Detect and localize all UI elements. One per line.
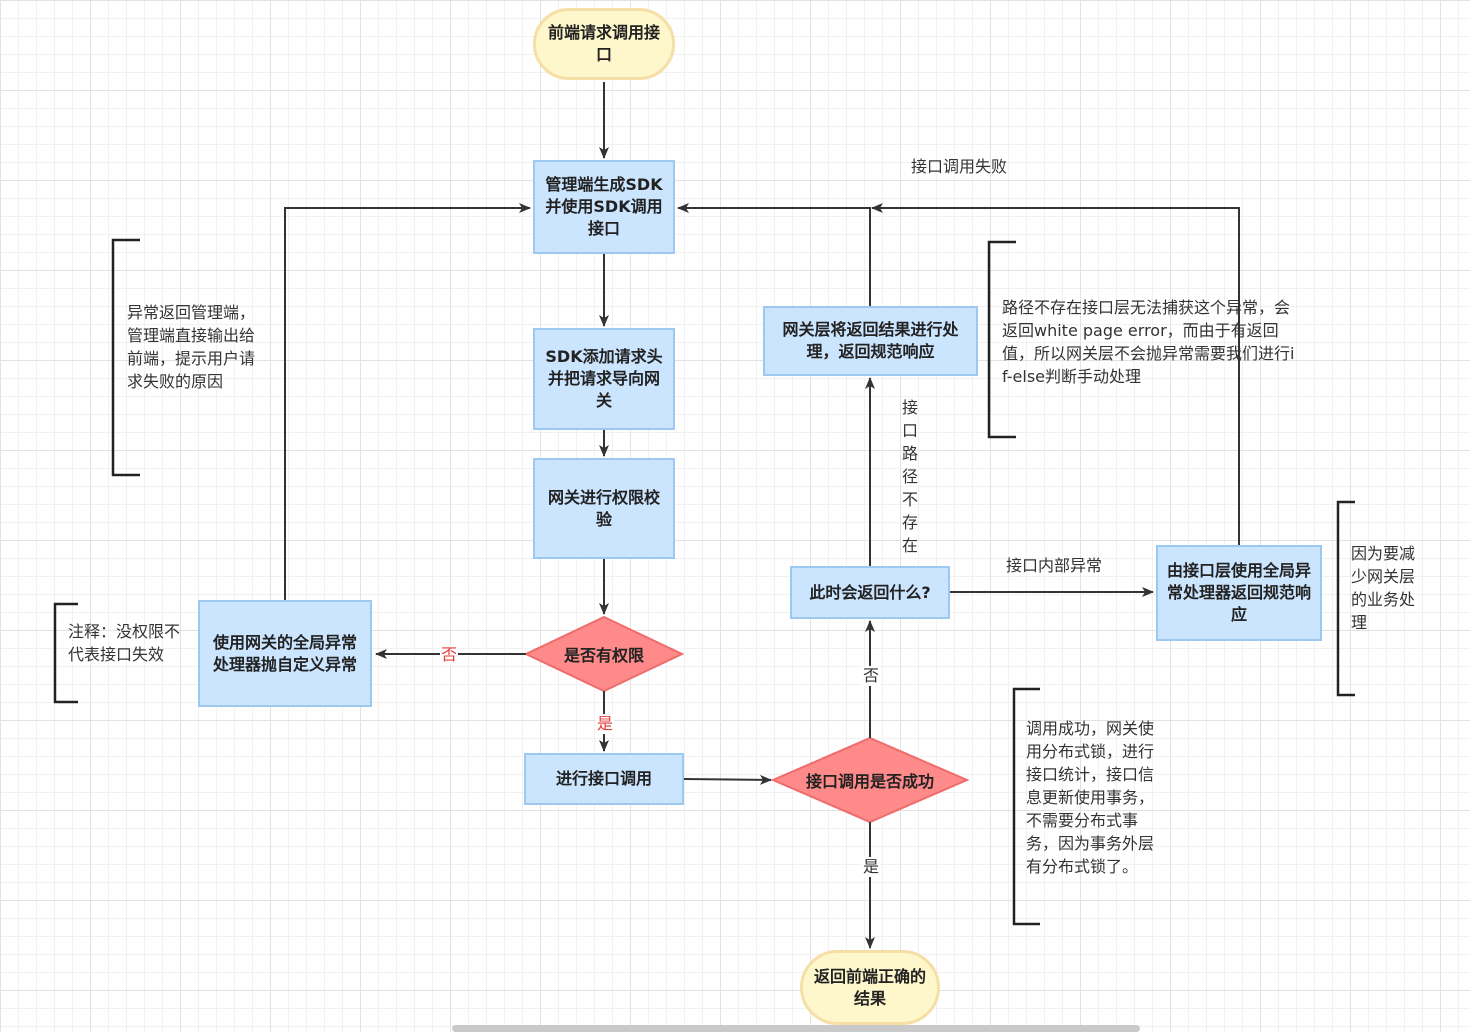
bracket-path-note (987, 240, 1016, 439)
label-internal-error: 接口内部异常 (1006, 556, 1103, 575)
node-sdk-generate[interactable]: 管理端生成SDK并使用SDK调用接口 (533, 160, 675, 254)
note-exception-return: 异常返回管理端，管理端直接输出给前端，提示用户请求失败的原因 (127, 303, 256, 391)
decision-has-permission-text: 是否有权限 (563, 646, 644, 665)
edge-call-to-decision (683, 774, 772, 785)
note-reduce-gateway: 因为要减少网关层的业务处理 (1351, 544, 1416, 632)
node-what-return[interactable]: 此时会返回什么? (790, 566, 950, 619)
bracket-reduce-note (1336, 500, 1355, 697)
horizontal-scrollbar[interactable] (452, 1025, 1140, 1032)
node-gateway-process[interactable]: 网关层将返回结果进行处理，返回规范响应 (763, 306, 978, 376)
edge-gateway-to-sdk (677, 203, 871, 306)
label-no-permission: 否 (440, 645, 459, 665)
edge-interface-handler-to-sdk (871, 203, 1240, 545)
node-interface-handler[interactable]: 由接口层使用全局异常处理器返回规范响应 (1156, 545, 1322, 641)
label-call-success-yes: 是 (862, 857, 881, 877)
node-global-handler[interactable]: 使用网关的全局异常处理器抛自定义异常 (198, 600, 372, 707)
note-call-success: 调用成功，网关使用分布式锁，进行接口统计，接口信息更新使用事务，不需要分布式事务… (1026, 719, 1155, 876)
note-path-not-exist: 路径不存在接口层无法捕获这个异常，会返回white page error，而由于… (1002, 298, 1295, 386)
label-call-failed: 接口调用失败 (911, 157, 1008, 176)
label-call-failed-no: 否 (862, 666, 881, 686)
node-end[interactable]: 返回前端正确的结果 (800, 950, 940, 1025)
node-start[interactable]: 前端请求调用接口 (533, 8, 675, 80)
decision-call-success-text: 接口调用是否成功 (805, 772, 934, 791)
bracket-no-perm-note (53, 602, 78, 704)
label-path-not-exist: 接口路径不存在 (901, 398, 918, 555)
note-no-permission: 注释：没权限不代表接口失效 (68, 622, 181, 664)
node-sdk-header[interactable]: SDK添加请求头并把请求导向网关 (533, 328, 675, 430)
node-do-call[interactable]: 进行接口调用 (524, 753, 684, 805)
bracket-exception-note (111, 238, 140, 477)
node-gateway-auth[interactable]: 网关进行权限校验 (533, 458, 675, 559)
label-yes-permission: 是 (596, 714, 615, 734)
edge-handler-to-sdk (284, 203, 531, 600)
bracket-success-note (1012, 687, 1040, 926)
